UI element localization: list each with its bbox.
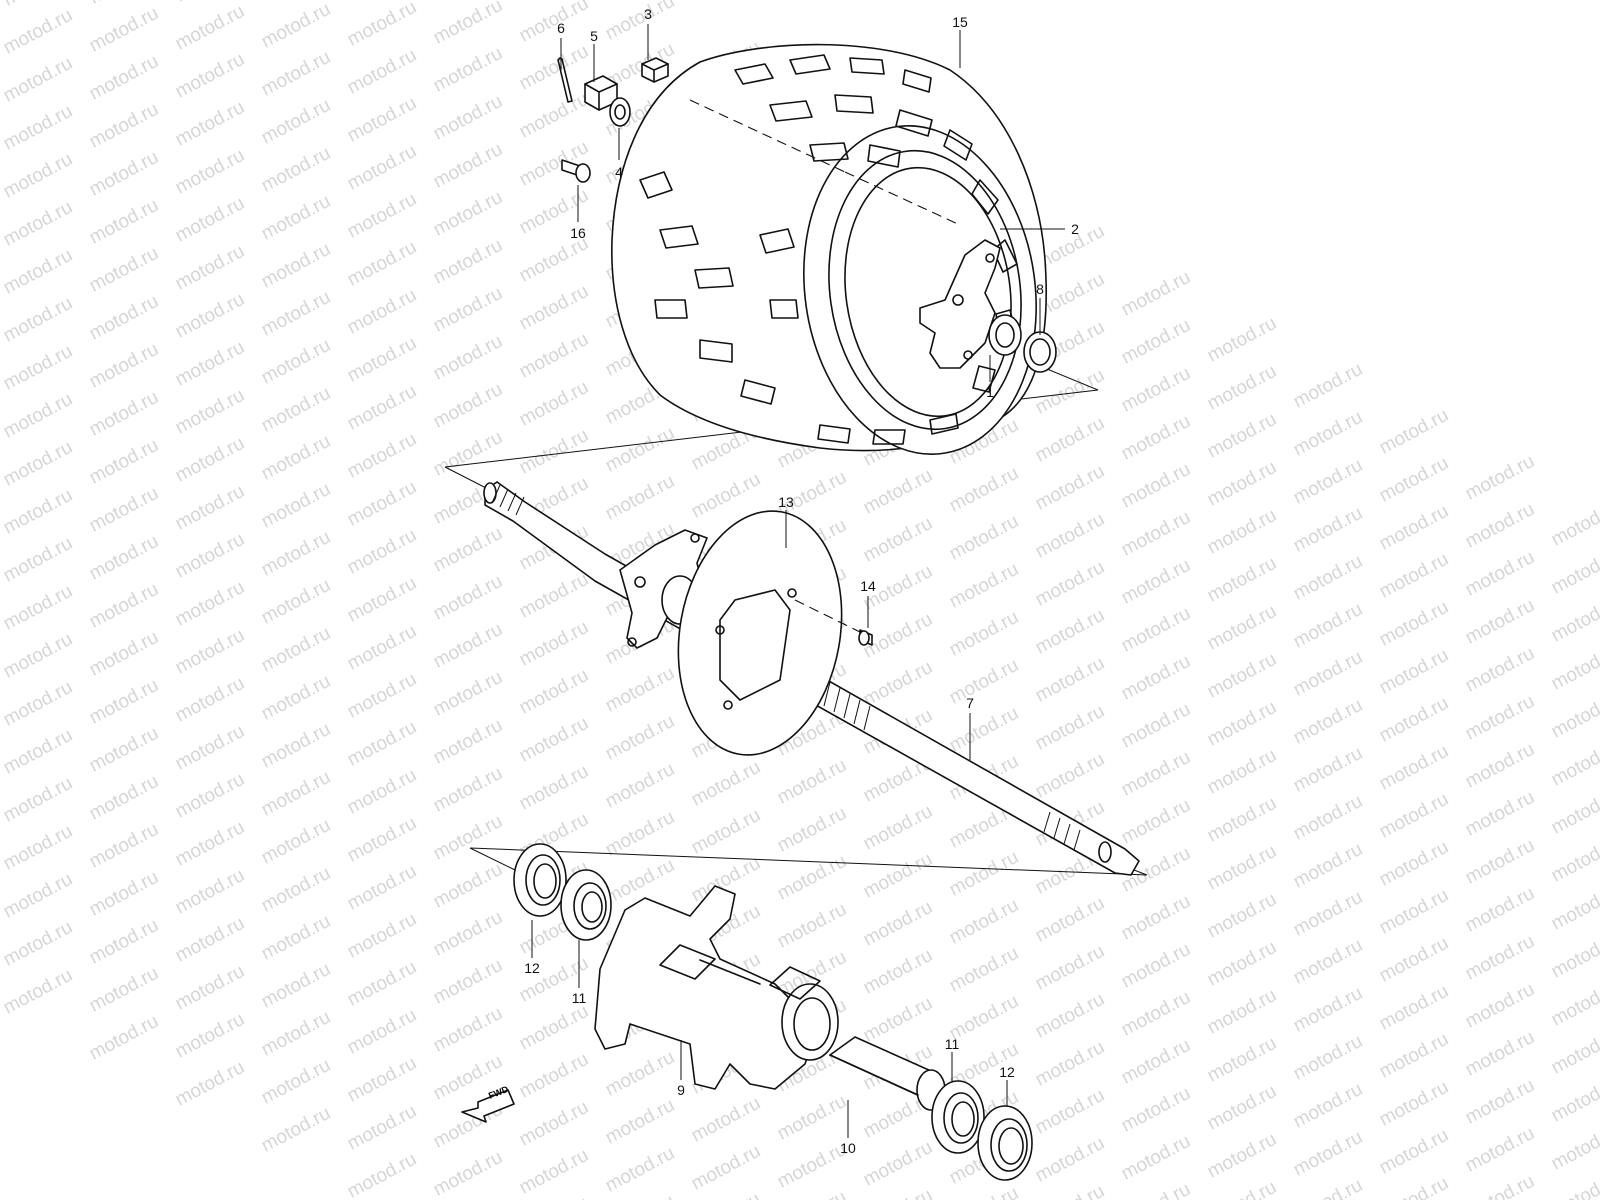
callout-12-left: 12 (524, 960, 540, 976)
callout-11-left: 11 (571, 990, 587, 1006)
wheel-hub (919, 239, 1022, 369)
disc-bolt (858, 629, 873, 646)
hub-spacer (1023, 331, 1057, 373)
callout-6: 6 (557, 20, 565, 36)
washer (609, 97, 631, 127)
bearing-right (931, 1080, 985, 1154)
brake-disc (677, 510, 843, 756)
callout-11-right: 11 (944, 1036, 960, 1052)
callout-15: 15 (952, 14, 968, 30)
tire-tread (639, 54, 1018, 445)
callout-5: 5 (590, 28, 598, 44)
callout-4: 4 (615, 164, 623, 180)
spacer-tube (829, 1036, 946, 1111)
oil-seal-left (513, 843, 567, 917)
callout-2: 2 (1071, 221, 1079, 237)
fwd-arrow-icon (461, 1089, 515, 1123)
cotter-pin (557, 57, 573, 103)
axle-group-bracket (469, 847, 1148, 876)
callout-10: 10 (840, 1140, 856, 1156)
callout-16: 16 (570, 225, 586, 241)
callout-1: 1 (986, 384, 994, 400)
callout-7: 7 (966, 695, 974, 711)
castle-nut (584, 75, 618, 111)
air-valve (561, 159, 591, 183)
leader-lines (531, 24, 1065, 1138)
axle-housing (594, 885, 839, 1090)
bearing-left (560, 869, 612, 941)
callout-13: 13 (778, 494, 794, 510)
callout-12-right: 12 (999, 1064, 1015, 1080)
callout-9: 9 (677, 1082, 685, 1098)
callout-8: 8 (1036, 281, 1044, 297)
oil-seal-right (977, 1105, 1033, 1181)
callout-3: 3 (644, 6, 652, 22)
wheel-nut (641, 57, 669, 83)
axle-hub-flange (619, 529, 708, 649)
callout-14: 14 (860, 578, 876, 594)
